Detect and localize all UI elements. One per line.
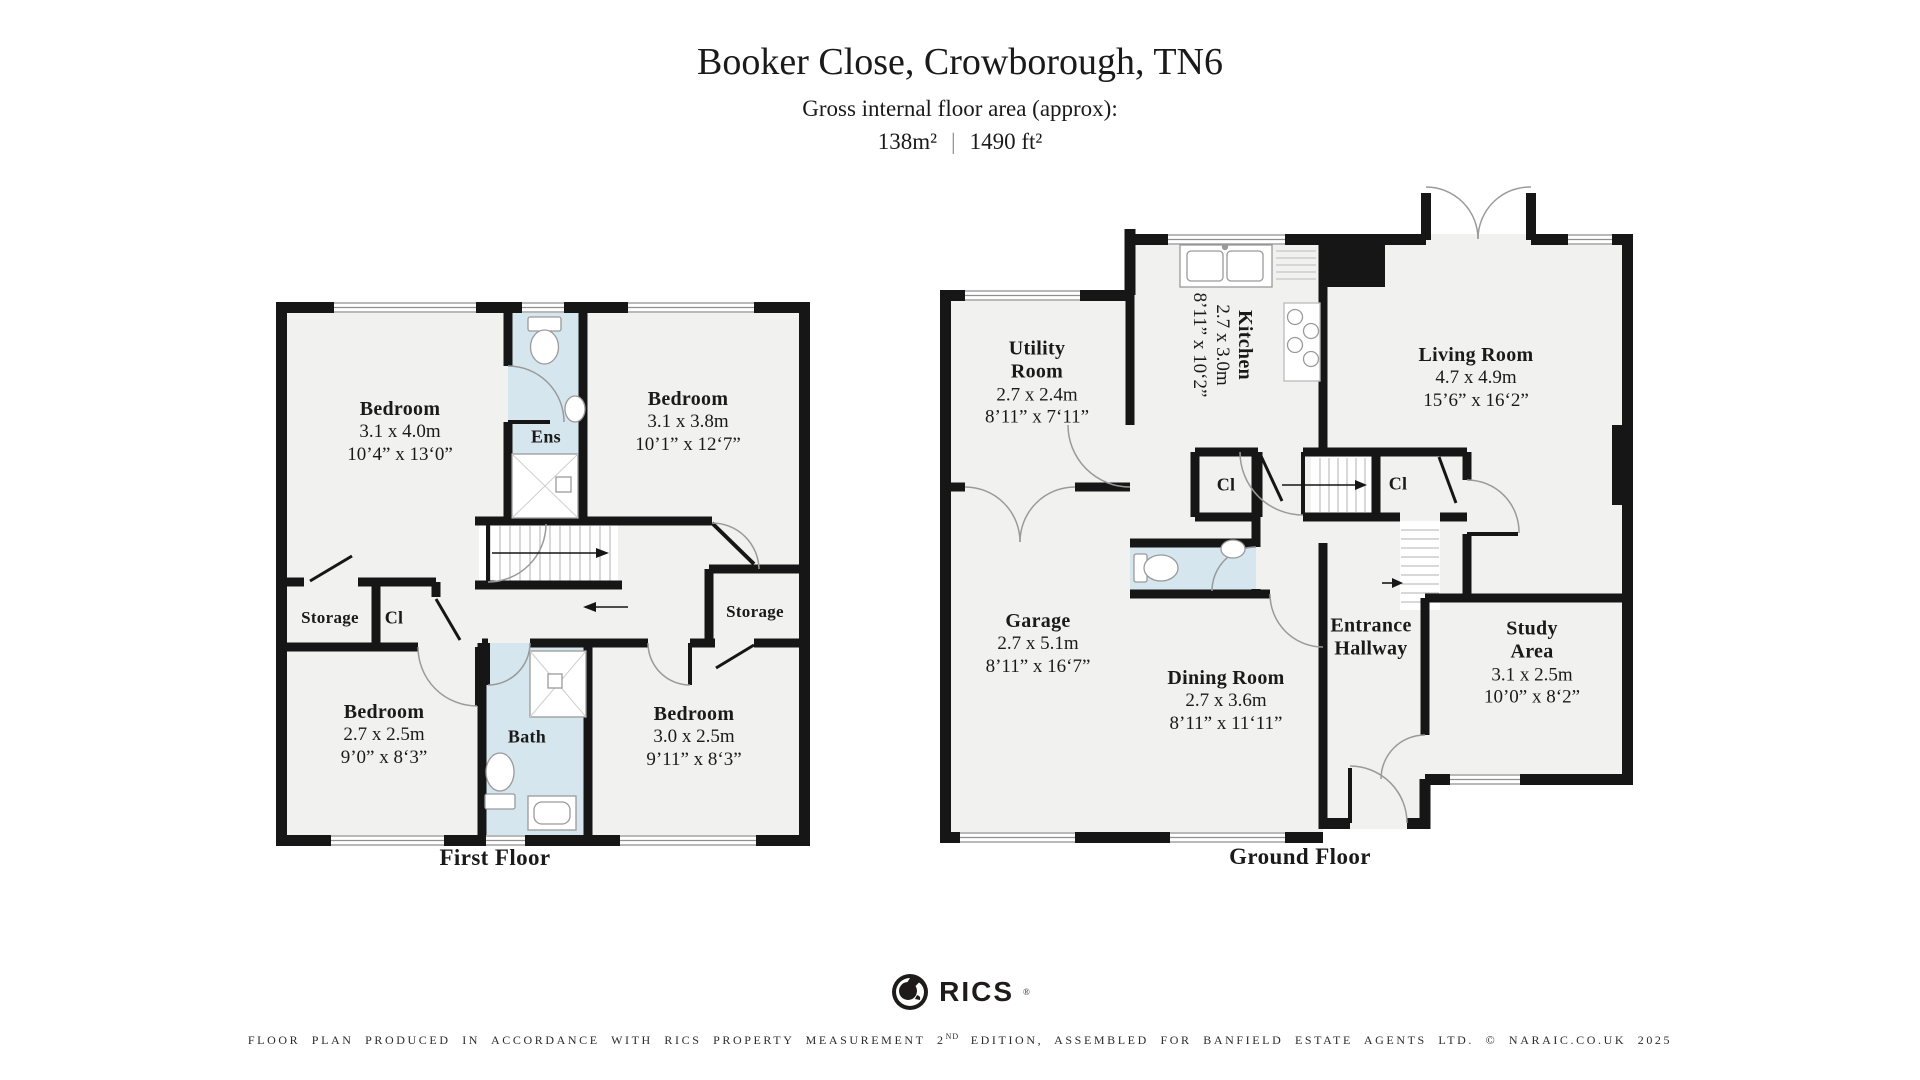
room-dim-metric: 2.7 x 3.0m xyxy=(1211,304,1233,386)
ff-windows xyxy=(331,302,756,846)
room-dim-imperial: 8’11” x 11‘11” xyxy=(1169,712,1283,734)
ff-stair-arrows xyxy=(492,548,628,612)
rics-lion-icon xyxy=(890,972,930,1012)
room-dim-imperial: 10’0” x 8‘2” xyxy=(1483,686,1581,708)
room-dim-imperial: 10’1” x 12‘7” xyxy=(635,433,741,455)
first-floor-plan xyxy=(276,302,810,846)
room-name: Bedroom xyxy=(653,703,735,726)
room-name: Living Room xyxy=(1418,344,1534,367)
room-name: Storage xyxy=(301,608,359,628)
first-floor-label: First Floor xyxy=(439,845,551,870)
room-dim-metric: 3.1 x 3.8m xyxy=(647,411,729,433)
room-label-bedroom-bottom-right: Bedroom 3.0 x 2.5m 9’11” x 8‘3” xyxy=(646,703,741,771)
room-name: Kitchen xyxy=(1233,310,1256,380)
room-dim-metric: 2.7 x 2.4m xyxy=(996,384,1078,406)
room-dim-metric: 3.0 x 2.5m xyxy=(653,726,735,748)
gf-room-fills xyxy=(940,234,1633,843)
room-dim-metric: 3.1 x 4.0m xyxy=(359,421,441,443)
room-label-storage-left: Storage xyxy=(301,608,359,628)
area-separator: | xyxy=(950,128,956,154)
ff-door-arcs xyxy=(417,365,760,707)
room-name: Bedroom xyxy=(359,398,441,421)
room-label-cl-ground-right: Cl xyxy=(1389,473,1408,494)
rics-logo: RICS ® xyxy=(0,972,1920,1012)
area-metric: 138m² xyxy=(877,128,937,154)
room-name: Cl xyxy=(1388,473,1408,494)
area-imperial: 1490 ft² xyxy=(969,128,1043,154)
room-name: Storage xyxy=(726,602,784,622)
room-name: Study xyxy=(1506,617,1558,640)
room-dim-imperial: 9’0” x 8‘3” xyxy=(340,746,428,768)
area-subtitle: Gross internal floor area (approx): xyxy=(802,95,1118,121)
ff-room-fills xyxy=(287,313,799,835)
gf-windows xyxy=(960,234,1612,843)
room-label-entrance-hallway: Entrance Hallway xyxy=(1330,615,1411,662)
ff-fixtures xyxy=(484,316,587,831)
room-dim-metric: 2.7 x 5.1m xyxy=(997,633,1079,655)
room-label-storage-right: Storage xyxy=(726,602,784,622)
room-label-bedroom-top-left: Bedroom 3.1 x 4.0m 10’4” x 13‘0” xyxy=(347,398,453,466)
footer-disclaimer: FLOOR PLAN PRODUCED IN ACCORDANCE WITH R… xyxy=(0,1032,1920,1048)
room-name: Hallway xyxy=(1334,638,1408,660)
room-dim-metric: 2.7 x 2.5m xyxy=(343,724,425,746)
gf-walls xyxy=(940,193,1633,843)
room-name: Area xyxy=(1510,640,1554,663)
room-label-garage: Garage 2.7 x 5.1m 8’11” x 16‘7” xyxy=(986,610,1091,678)
room-dim-metric: 3.1 x 2.5m xyxy=(1491,664,1573,686)
room-name: Entrance xyxy=(1330,614,1412,637)
ground-floor-plan xyxy=(940,186,1633,843)
room-name: Bath xyxy=(507,726,547,747)
room-dim-imperial: 10’4” x 13‘0” xyxy=(347,443,453,465)
header: Booker Close, Crowborough, TN6 Gross int… xyxy=(0,41,1920,155)
room-name: Cl xyxy=(384,607,404,628)
area-values: 138m² | 1490 ft² xyxy=(0,129,1920,155)
room-dim-imperial: 9’11” x 8‘3” xyxy=(646,748,742,770)
room-name: Bedroom xyxy=(343,701,425,724)
room-dim-imperial: 8’11” x 16‘7” xyxy=(985,655,1091,677)
footer-superscript: ND xyxy=(945,1032,960,1041)
gf-stair-arrows xyxy=(1282,480,1403,588)
page-title: Booker Close, Crowborough, TN6 xyxy=(697,41,1223,83)
room-label-bedroom-top-right: Bedroom 3.1 x 3.8m 10’1” x 12‘7” xyxy=(635,388,741,456)
room-label-dining-room: Dining Room 2.7 x 3.6m 8’11” x 11‘11” xyxy=(1167,667,1284,735)
room-label-cl-ground-left: Cl xyxy=(1217,474,1236,495)
room-dim-metric: 2.7 x 3.6m xyxy=(1185,690,1267,712)
room-dim-metric: 4.7 x 4.9m xyxy=(1435,367,1517,389)
room-dim-imperial: 8’11” x 10‘2” xyxy=(1189,292,1211,398)
room-label-living-room: Living Room 4.7 x 4.9m 15’6” x 16‘2” xyxy=(1419,344,1534,412)
footer-text-part1: FLOOR PLAN PRODUCED IN ACCORDANCE WITH R… xyxy=(247,1033,946,1047)
room-label-utility: Utility Room 2.7 x 2.4m 8’11” x 7‘11” xyxy=(985,337,1089,428)
room-label-bedroom-bottom-left: Bedroom 2.7 x 2.5m 9’0” x 8‘3” xyxy=(341,701,428,769)
footer-text-part2: EDITION, ASSEMBLED FOR BANFIELD ESTATE A… xyxy=(959,1033,1673,1047)
room-name: Garage xyxy=(1005,610,1071,633)
room-label-kitchen: Kitchen 2.7 x 3.0m 8’11” x 10‘2” xyxy=(1188,293,1256,398)
room-label-study-area: Study Area 3.1 x 2.5m 10’0” x 8‘2” xyxy=(1484,617,1580,708)
room-name: Utility xyxy=(1008,337,1066,360)
rics-wordmark: RICS xyxy=(939,976,1015,1007)
room-label-bath: Bath xyxy=(508,726,546,747)
room-dim-imperial: 15’6” x 16‘2” xyxy=(1423,389,1529,411)
gf-fixtures xyxy=(1133,243,1321,583)
room-name: Ens xyxy=(531,426,561,447)
room-name: Dining Room xyxy=(1167,667,1285,690)
room-name: Cl xyxy=(1216,474,1236,495)
room-dim-imperial: 8’11” x 7‘11” xyxy=(984,406,1090,428)
ground-floor-label: Ground Floor xyxy=(1229,844,1371,869)
rics-registered-mark: ® xyxy=(1023,987,1030,997)
gf-door-arcs xyxy=(964,186,1532,824)
room-name: Room xyxy=(1010,360,1064,383)
room-label-ens: Ens xyxy=(531,426,561,447)
room-label-cl-first: Cl xyxy=(385,607,404,628)
room-name: Bedroom xyxy=(647,388,729,411)
